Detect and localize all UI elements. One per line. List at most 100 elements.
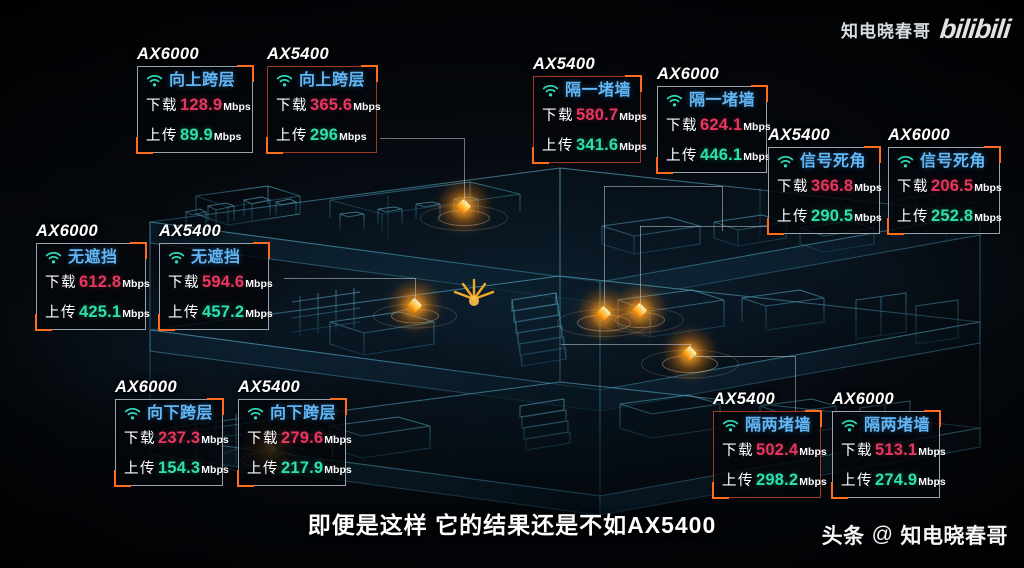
upload-label: 上传 — [666, 148, 698, 164]
bilibili-logo: bilibili — [938, 14, 1012, 44]
upload-row: 上传 446.1 Mbps — [666, 133, 771, 164]
card-title-row: 信号死角 — [897, 153, 991, 172]
upload-label: 上传 — [542, 138, 574, 154]
card-title-row: 向下跨层 — [124, 405, 214, 424]
download-value: 365.6 — [310, 95, 353, 114]
upload-label: 上传 — [777, 209, 809, 225]
speed-card[interactable]: 信号死角 下载 206.5 Mbps 上传 252.8 Mbps — [887, 145, 1002, 235]
upload-label: 上传 — [124, 461, 156, 477]
upload-value: 425.1 — [79, 303, 122, 321]
wifi-icon — [168, 251, 185, 264]
speed-card-group: AX5400 向上跨层 下载 365.6 Mbps 上传 296 Mbps — [266, 45, 381, 154]
channel-name: 知电晓春哥 — [841, 22, 931, 41]
upload-value: 274.9 — [875, 471, 918, 489]
upload-row: 上传 457.2 Mbps — [168, 290, 273, 321]
scene-title: 向上跨层 — [299, 71, 366, 89]
upload-label: 上传 — [247, 461, 279, 477]
upload-row: 上传 89.9 Mbps — [146, 113, 244, 144]
download-label: 下载 — [542, 107, 574, 124]
download-value: 237.3 — [158, 428, 201, 447]
speed-card[interactable]: 向下跨层 下载 279.6 Mbps 上传 217.9 Mbps — [237, 397, 352, 487]
upload-value: 298.2 — [756, 471, 799, 489]
download-unit: Mbps — [619, 110, 647, 123]
speed-card[interactable]: 向下跨层 下载 237.3 Mbps 上传 154.3 Mbps — [114, 397, 229, 487]
speed-card[interactable]: 无遮挡 下载 612.8 Mbps 上传 425.1 Mbps — [35, 241, 150, 331]
scene-title: 隔两堵墙 — [864, 416, 931, 434]
model-label: AX5400 — [267, 45, 330, 63]
speed-card[interactable]: 信号死角 下载 366.8 Mbps 上传 290.5 Mbps — [767, 145, 882, 235]
download-label: 下载 — [841, 442, 873, 459]
download-label: 下载 — [276, 97, 308, 114]
download-row: 下载 365.6 Mbps — [276, 91, 381, 114]
upload-value: 341.6 — [576, 136, 619, 154]
download-label: 下载 — [124, 430, 156, 447]
download-unit: Mbps — [974, 181, 1002, 194]
upload-value: 296 — [310, 126, 339, 144]
upload-value: 457.2 — [202, 303, 245, 321]
upload-value: 290.5 — [811, 207, 854, 225]
speed-card[interactable]: 向上跨层 下载 128.9 Mbps 上传 89.9 Mbps — [136, 64, 254, 154]
upload-unit: Mbps — [854, 212, 882, 224]
download-label: 下载 — [168, 274, 200, 291]
speed-card[interactable]: 隔一堵墙 下载 624.1 Mbps 上传 446.1 Mbps — [656, 84, 771, 174]
scene-title: 信号死角 — [920, 152, 987, 170]
download-label: 下载 — [666, 117, 698, 134]
scene-title: 向下跨层 — [147, 404, 214, 422]
scene-title: 无遮挡 — [191, 248, 241, 266]
wifi-icon — [777, 155, 794, 168]
upload-row: 上传 298.2 Mbps — [722, 458, 827, 489]
speed-card[interactable]: 隔两堵墙 下载 502.4 Mbps 上传 298.2 Mbps — [712, 409, 827, 499]
download-unit: Mbps — [223, 100, 251, 113]
upload-label: 上传 — [722, 473, 754, 489]
download-unit: Mbps — [201, 433, 229, 446]
upload-label: 上传 — [897, 209, 929, 225]
upload-row: 上传 296 Mbps — [276, 113, 368, 144]
upload-unit: Mbps — [213, 131, 242, 143]
download-row: 下载 624.1 Mbps — [666, 111, 771, 134]
upload-row: 上传 252.8 Mbps — [897, 194, 1002, 225]
upload-value: 89.9 — [180, 126, 213, 144]
download-row: 下载 502.4 Mbps — [722, 436, 827, 459]
wifi-icon — [146, 74, 163, 87]
model-label: AX5400 — [159, 222, 222, 240]
card-title-row: 隔一堵墙 — [542, 82, 632, 101]
download-row: 下载 612.8 Mbps — [45, 268, 150, 291]
card-title-row: 向下跨层 — [247, 405, 337, 424]
speed-card-group: AX5400 隔两堵墙 下载 502.4 Mbps 上传 298.2 Mb — [712, 391, 827, 499]
upload-unit: Mbps — [799, 476, 827, 488]
download-unit: Mbps — [245, 277, 273, 290]
speed-card[interactable]: 隔两堵墙 下载 513.1 Mbps 上传 274.9 Mbps — [831, 409, 946, 499]
model-label: AX6000 — [888, 126, 951, 144]
wifi-icon — [124, 407, 141, 420]
card-title-row: 隔一堵墙 — [666, 92, 758, 111]
speed-card[interactable]: 无遮挡 下载 594.6 Mbps 上传 457.2 Mbps — [158, 241, 273, 331]
subtitle-text: 即便是这样 它的结果还是不如AX5400 — [307, 512, 717, 538]
speed-card[interactable]: 隔一堵墙 下载 580.7 Mbps 上传 341.6 Mbps — [532, 74, 647, 164]
wifi-icon — [247, 407, 264, 420]
wifi-icon — [841, 419, 858, 432]
speed-card[interactable]: 向上跨层 下载 365.6 Mbps 上传 296 Mbps — [266, 64, 381, 154]
model-label: AX5400 — [238, 378, 301, 396]
upload-label: 上传 — [168, 305, 200, 321]
download-value: 279.6 — [281, 428, 324, 447]
download-row: 下载 580.7 Mbps — [542, 101, 647, 124]
speed-card-group: AX5400 无遮挡 下载 594.6 Mbps 上传 457.2 Mbp — [158, 222, 273, 331]
upload-value: 154.3 — [158, 459, 201, 477]
download-row: 下载 513.1 Mbps — [841, 436, 946, 459]
platform-name: 头条 — [821, 525, 865, 548]
download-unit: Mbps — [122, 277, 150, 290]
speed-card-group: AX5400 向下跨层 下载 279.6 Mbps 上传 217.9 Mb — [237, 378, 352, 487]
card-title-row: 向上跨层 — [276, 72, 368, 91]
model-label: AX6000 — [657, 65, 720, 83]
download-row: 下载 594.6 Mbps — [168, 268, 273, 291]
download-unit: Mbps — [854, 181, 882, 194]
scene-title: 向上跨层 — [169, 71, 236, 89]
scene-title: 隔一堵墙 — [565, 81, 632, 99]
upload-row: 上传 341.6 Mbps — [542, 123, 647, 154]
card-title-row: 隔两堵墙 — [841, 417, 931, 436]
download-row: 下载 128.9 Mbps — [146, 91, 251, 114]
scene-title: 信号死角 — [800, 152, 867, 170]
download-row: 下载 237.3 Mbps — [124, 424, 229, 447]
bottom-watermark: 头条 @ 知电晓春哥 — [822, 520, 1008, 550]
download-value: 206.5 — [931, 176, 974, 195]
